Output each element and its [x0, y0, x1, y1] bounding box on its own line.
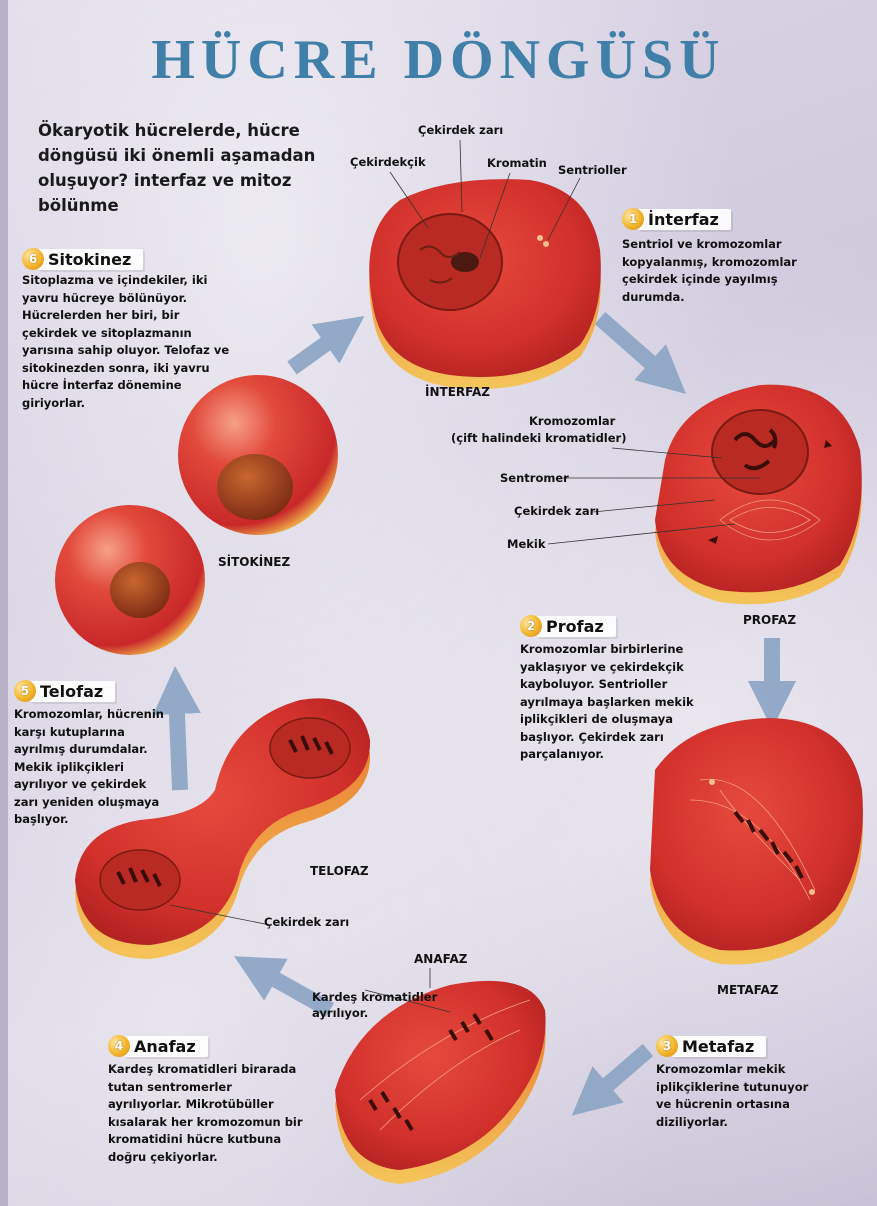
phase-description: Sitoplazma ve içindekiler, iki yavru hüc… [22, 272, 237, 412]
phase-profaz: 2 Profaz Kromozomlar birbirlerine yaklaş… [520, 615, 700, 764]
phase-title: Metafaz [672, 1036, 766, 1057]
arrow-metafaz-to-anafaz [590, 1050, 648, 1100]
phase-anafaz: 4 Anafaz Kardeş kromatidleri birarada tu… [108, 1035, 308, 1166]
phase-number-badge: 2 [520, 615, 542, 637]
label-sentrioller: Sentrioller [558, 163, 627, 177]
phase-description: Kromozomlar birbirlerine yaklaşıyor ve ç… [520, 641, 700, 764]
label-cekirdek-zari-profaz: Çekirdek zarı [514, 504, 599, 518]
intro-text: Ökaryotik hücrelerde, hücre döngüsü iki … [38, 118, 348, 218]
cell-sitokinez [55, 375, 338, 655]
phase-number-badge: 4 [108, 1035, 130, 1057]
stage-label-profaz: PROFAZ [743, 613, 796, 627]
phase-sitokinez: 6 Sitokinez Sitoplazma ve içindekiler, i… [22, 248, 237, 412]
label-kromozomlar: Kromozomlar [529, 414, 615, 428]
page-title: HÜCRE DÖNGÜSÜ [0, 28, 877, 92]
label-mekik: Mekik [507, 537, 545, 551]
stage-label-anafaz: ANAFAZ [414, 952, 467, 966]
phase-title: Anafaz [124, 1036, 208, 1057]
arrow-sitokinez-to-interfaz [292, 330, 345, 368]
phase-metafaz: 3 Metafaz Kromozomlar mekik iplikçikleri… [656, 1035, 826, 1131]
label-ayriliyor: ayrılıyor. [312, 1006, 368, 1020]
phase-title: Sitokinez [38, 249, 143, 270]
phase-description: Kromozomlar, hücrenin karşı kutuplarına … [14, 706, 174, 829]
stage-label-telofaz: TELOFAZ [310, 864, 369, 878]
stage-label-sitokinez: SİTOKİNEZ [218, 555, 290, 569]
stage-label-interfaz: İNTERFAZ [425, 385, 490, 399]
stage-label-metafaz: METAFAZ [717, 983, 779, 997]
label-cekirdek-zari-top: Çekirdek zarı [418, 123, 503, 137]
label-cekirdek-zari-telofaz: Çekirdek zarı [264, 915, 349, 929]
phase-title: Profaz [536, 616, 616, 637]
phase-number-badge: 3 [656, 1035, 678, 1057]
phase-number-badge: 1 [622, 208, 644, 230]
phase-interfaz: 1 İnterfaz Sentriol ve kromozomlar kopya… [622, 208, 812, 306]
label-sentromer: Sentromer [500, 471, 569, 485]
phase-description: Kromozomlar mekik iplikçiklerine tutunuy… [656, 1061, 826, 1131]
label-cift-kromatid: (çift halindeki kromatidler) [451, 431, 626, 445]
phase-number-badge: 5 [14, 680, 36, 702]
label-kardes-kromatidler: Kardeş kromatidler [312, 990, 437, 1004]
label-kromatin: Kromatin [487, 156, 547, 170]
label-cekirdekcik: Çekirdekçik [350, 155, 426, 169]
phase-description: Kardeş kromatidleri birarada tutan sentr… [108, 1061, 308, 1166]
cell-interfaz [369, 140, 601, 389]
phase-number-badge: 6 [22, 248, 44, 270]
arrow-telofaz-to-sitokinez [176, 690, 180, 790]
phase-title: İnterfaz [638, 209, 731, 230]
phase-telofaz: 5 Telofaz Kromozomlar, hücrenin karşı ku… [14, 680, 174, 829]
arrow-interfaz-to-profaz [600, 318, 668, 378]
phase-title: Telofaz [30, 681, 115, 702]
phase-description: Sentriol ve kromozomlar kopyalanmış, kro… [622, 236, 812, 306]
